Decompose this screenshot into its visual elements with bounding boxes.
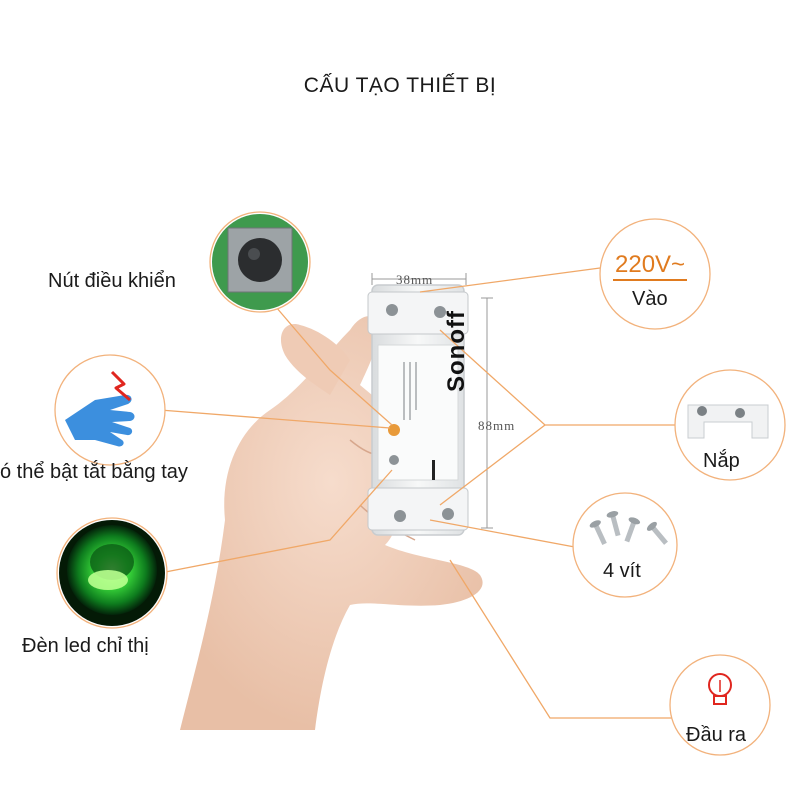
sonoff-device [367, 284, 469, 536]
light-bulb-icon [708, 673, 732, 705]
label-control-button: Nút điều khiển [48, 270, 176, 292]
screws-icon [589, 511, 668, 545]
cover-plate-icon [687, 404, 769, 439]
device-led-icon [388, 424, 400, 436]
label-output: Đầu ra [686, 724, 747, 746]
leader-lines [149, 267, 690, 719]
hand-touch-icon [65, 370, 135, 447]
label-cover: Nắp [703, 450, 740, 472]
label-manual-toggle: ó thể bật tắt bằng tay [0, 461, 188, 483]
brand-logo: Sonoff [443, 310, 470, 392]
height-dimension: 88mm [478, 418, 516, 433]
dimension-lines [371, 273, 493, 529]
page-title: CẤU TẠO THIẾT BỊ [303, 74, 497, 97]
green-led-icon [59, 520, 165, 626]
label-input-voltage: 220V~ [613, 252, 688, 281]
push-button-icon [212, 214, 308, 310]
label-led-indicator: Đèn led chỉ thị [22, 635, 149, 657]
width-dimension: 38mm [396, 272, 434, 287]
label-input: Vào [632, 288, 668, 310]
label-screws: 4 vít [603, 560, 641, 582]
device-button-icon [389, 455, 399, 465]
